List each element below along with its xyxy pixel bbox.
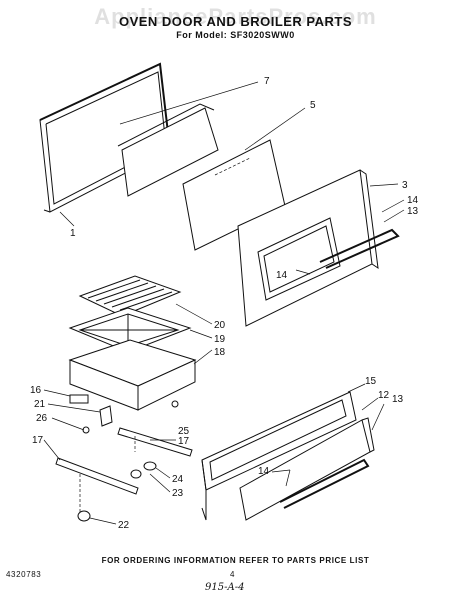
- callout-label: 5: [310, 100, 316, 111]
- drawer-bracket-left: [55, 457, 139, 512]
- model-line: For Model: SF3020SWW0: [176, 30, 295, 40]
- callout-label: 1: [70, 228, 76, 239]
- callout-label: 17: [178, 436, 190, 447]
- callout-label: 13: [392, 394, 404, 405]
- callout-label: 17: [32, 435, 44, 446]
- callout-label: 15: [365, 376, 377, 387]
- callout-label: 23: [172, 488, 184, 499]
- door-insulation: [117, 103, 219, 197]
- broiler-door-inner: [201, 391, 357, 521]
- broiler-drawer: [68, 339, 197, 411]
- callout-label: 25: [178, 426, 190, 437]
- callout-label: 22: [118, 520, 130, 531]
- callout-label: 13: [407, 206, 419, 217]
- callout-label: 21: [34, 399, 46, 410]
- oven-door-front: [237, 169, 400, 327]
- callout-label: 20: [214, 320, 226, 331]
- callout-label: 14: [407, 195, 419, 206]
- callout-label: 14: [258, 466, 270, 477]
- broiler-pan-grid: [78, 275, 182, 317]
- ordering-note: FOR ORDERING INFORMATION REFER TO PARTS …: [101, 556, 370, 565]
- callout-label: 14: [276, 270, 288, 281]
- document-code: 4320783: [6, 570, 42, 579]
- page-number: 4: [230, 570, 236, 579]
- callout-label: 18: [214, 347, 226, 358]
- drawer-bracket-right: [117, 427, 193, 457]
- handwritten-note: 915-A-4: [205, 582, 245, 593]
- diagram-title: OVEN DOOR AND BROILER PARTS: [118, 14, 353, 29]
- callout-label: 16: [30, 385, 42, 396]
- callout-label: 3: [402, 180, 408, 191]
- callout-label: 7: [264, 76, 270, 87]
- callout-label: 26: [36, 413, 48, 424]
- callout-label: 24: [172, 474, 184, 485]
- small-parts-cluster: [69, 394, 179, 434]
- broiler-door-front: [239, 417, 375, 521]
- callout-label: 12: [378, 390, 390, 401]
- leader-lines: [43, 81, 405, 525]
- callout-label: 19: [214, 334, 226, 345]
- watermark: AppliancePartsPros.com: [94, 4, 377, 29]
- drawer-roller: [77, 461, 157, 522]
